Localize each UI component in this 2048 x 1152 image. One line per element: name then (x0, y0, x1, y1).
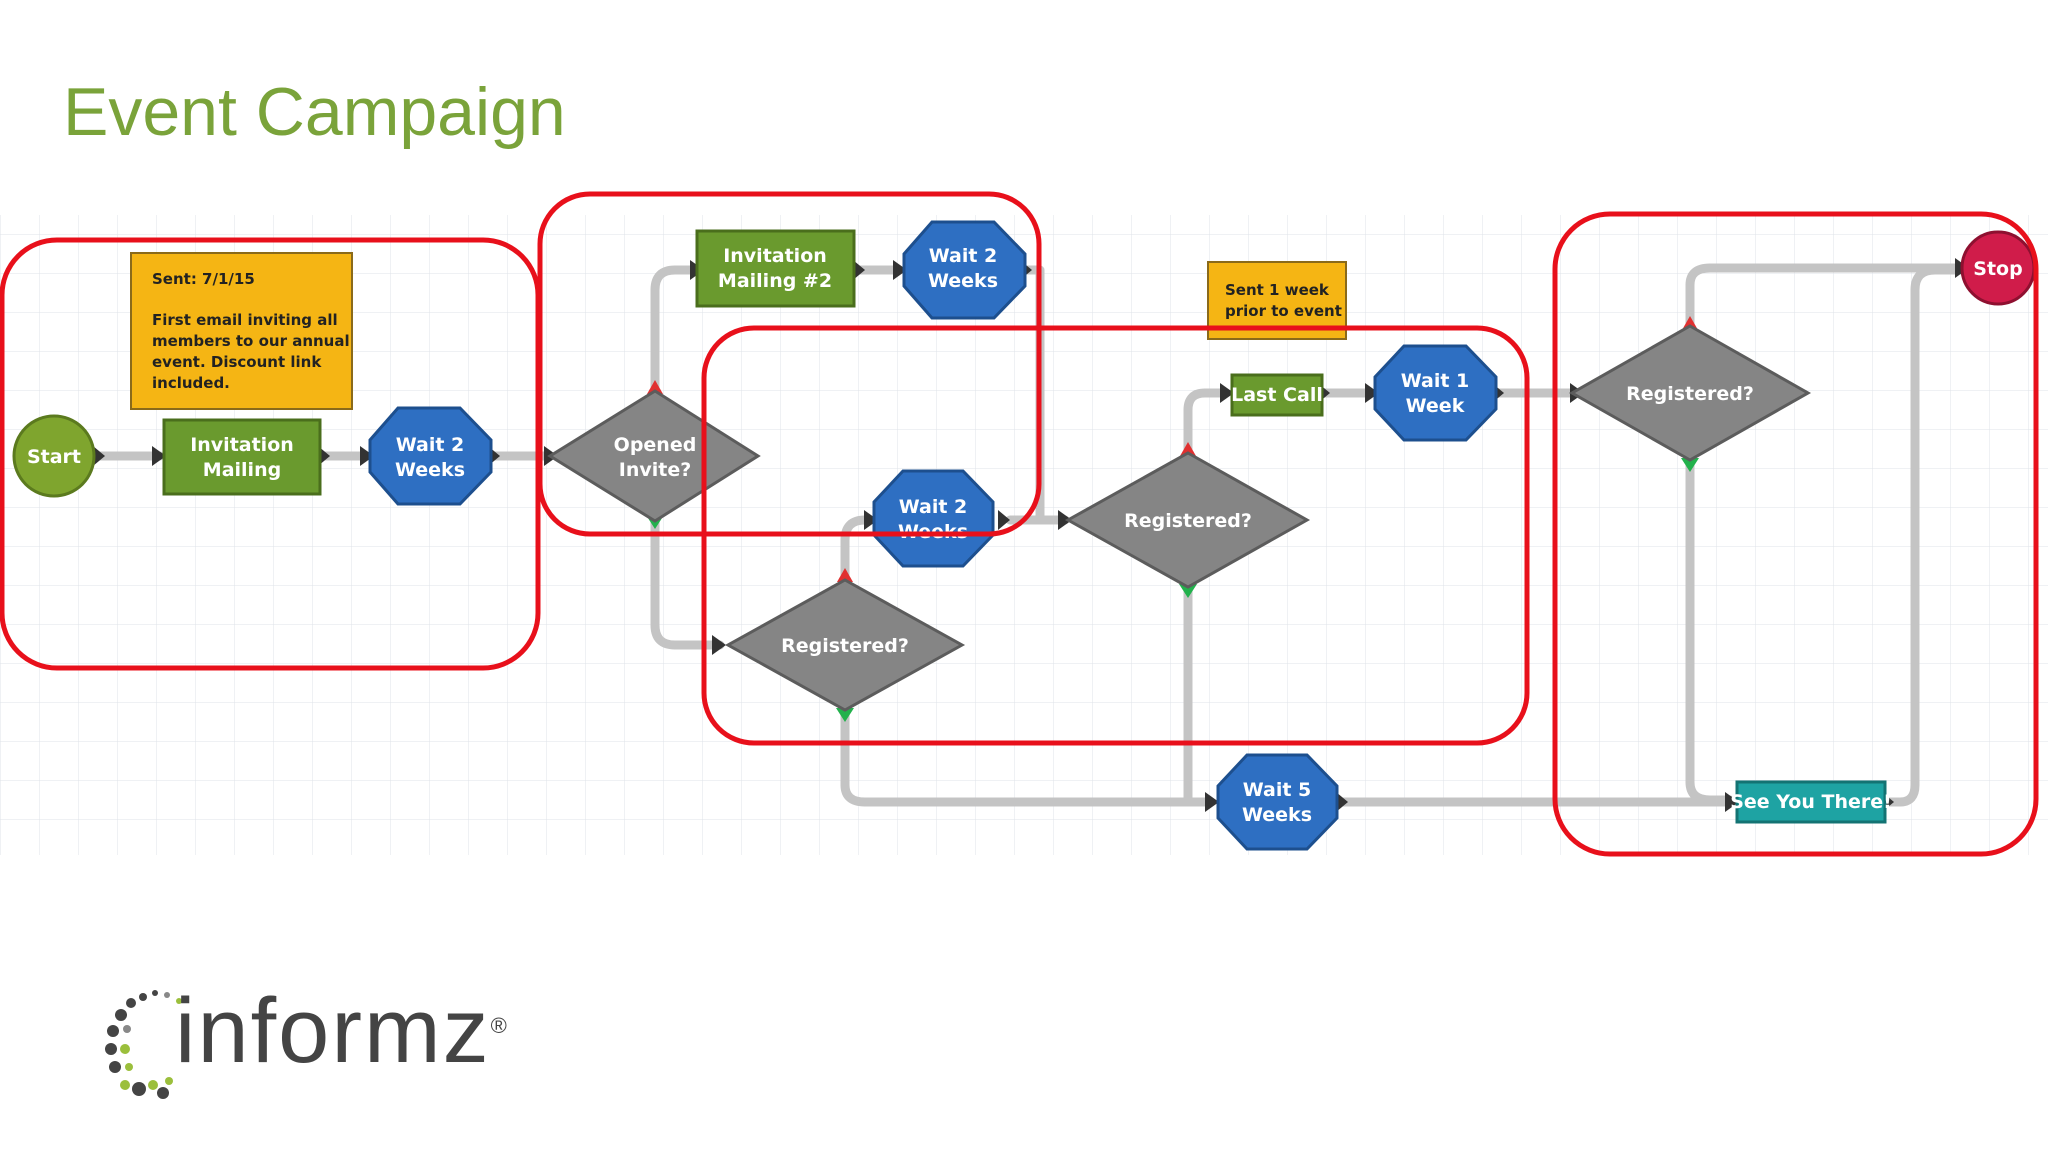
slide-title: Event Campaign (63, 74, 566, 150)
note-sent-line2: First email inviting all (152, 311, 338, 329)
registered-decision-3[interactable]: Registered? (1568, 324, 1812, 462)
last-call-label: Last Call (1231, 384, 1323, 406)
no-indicator-red (647, 380, 663, 394)
no-indicator-red (837, 568, 853, 582)
invitation-mailing-label-1: Invitation (190, 434, 294, 456)
registered-decision-2[interactable]: Registered? (1064, 451, 1311, 589)
note-week-line2: prior to event (1225, 302, 1342, 320)
arrow-head (1725, 792, 1739, 812)
registered-decision-1[interactable]: Registered? (724, 578, 966, 712)
wait-1-week-node[interactable]: Wait 1 Week (1373, 344, 1498, 442)
wait-5-weeks-label-1: Wait 5 (1243, 779, 1312, 801)
wait-2-weeks-b-label-1: Wait 2 (929, 245, 998, 267)
wait-1-week-label-2: Week (1406, 395, 1465, 417)
note-week-line1: Sent 1 week (1225, 281, 1330, 299)
invitation-mailing-node[interactable]: Invitation Mailing (162, 418, 322, 496)
highlight-box-3 (701, 325, 1530, 746)
registered-1-label: Registered? (781, 635, 909, 657)
wait-2-weeks-b-label-2: Weeks (928, 270, 998, 292)
wait-2-weeks-node-c[interactable]: Wait 2 Weeks (872, 469, 995, 568)
arrow-head (1220, 383, 1234, 403)
logo-wordmark-text: informz (175, 980, 491, 1082)
wait-2-weeks-c-label-1: Wait 2 (899, 496, 968, 518)
arrow-head (360, 446, 374, 466)
arrow-head (1336, 792, 1348, 812)
arrow-head (998, 510, 1010, 530)
see-you-there-node[interactable]: See You There! (1730, 780, 1892, 824)
logo-registered-mark: ® (490, 1013, 509, 1038)
highlight-box-2 (537, 191, 1042, 537)
invitation-mailing-2-label-1: Invitation (723, 245, 827, 267)
note-sent-line3: members to our annual (152, 332, 350, 350)
arrow-head (1205, 792, 1219, 812)
invitation-mailing-label-2: Mailing (203, 459, 281, 481)
arrow-head (1365, 383, 1379, 403)
wait-5-weeks-label-2: Weeks (1242, 804, 1312, 826)
wait-2-weeks-node-b[interactable]: Wait 2 Weeks (902, 220, 1027, 320)
registered-2-label: Registered? (1124, 510, 1252, 532)
no-indicator-red (1682, 316, 1698, 330)
yes-indicator-green (1179, 584, 1197, 598)
arrow-head (853, 260, 865, 280)
last-call-node[interactable]: Last Call (1230, 373, 1324, 417)
note-sent-line5: included. (152, 374, 230, 392)
wait-5-weeks-node[interactable]: Wait 5 Weeks (1216, 753, 1339, 851)
note-sent-line1: Sent: 7/1/15 (152, 270, 255, 288)
stop-label: Stop (1973, 258, 2022, 280)
wait-1-week-label-1: Wait 1 (1401, 370, 1470, 392)
opened-invite-label-1: Opened (614, 434, 697, 456)
arrow-head (152, 446, 166, 466)
logo-dot-cluster (105, 990, 182, 1099)
arrow-head (93, 446, 105, 466)
registered-3-label: Registered? (1626, 383, 1754, 405)
see-you-there-label: See You There! (1730, 791, 1892, 813)
no-indicator-red (1180, 442, 1196, 456)
wait-2-weeks-node-a[interactable]: Wait 2 Weeks (368, 406, 493, 506)
arrow-head (712, 635, 726, 655)
arrow-head (864, 510, 878, 530)
wait-2-weeks-a-label-2: Weeks (395, 459, 465, 481)
opened-invite-label-2: Invite? (619, 459, 691, 481)
yes-indicator-green (836, 708, 854, 722)
wait-2-weeks-a-label-1: Wait 2 (396, 434, 465, 456)
informz-logo: informz® (105, 985, 555, 1135)
yes-indicator-green (1681, 458, 1699, 472)
note-sent-line4: event. Discount link (152, 353, 322, 371)
logo-wordmark: informz® (175, 985, 509, 1077)
note-sent: Sent: 7/1/15 First email inviting all me… (130, 252, 353, 410)
invitation-mailing-2-node[interactable]: Invitation Mailing #2 (695, 229, 856, 308)
start-label: Start (27, 446, 81, 468)
arrow-head (893, 260, 907, 280)
highlight-box-4 (1552, 211, 2039, 857)
invitation-mailing-2-label-2: Mailing #2 (718, 270, 832, 292)
highlight-outlines (0, 191, 2039, 857)
start-node[interactable]: Start (12, 414, 96, 498)
stop-node[interactable]: Stop (1960, 230, 2036, 306)
